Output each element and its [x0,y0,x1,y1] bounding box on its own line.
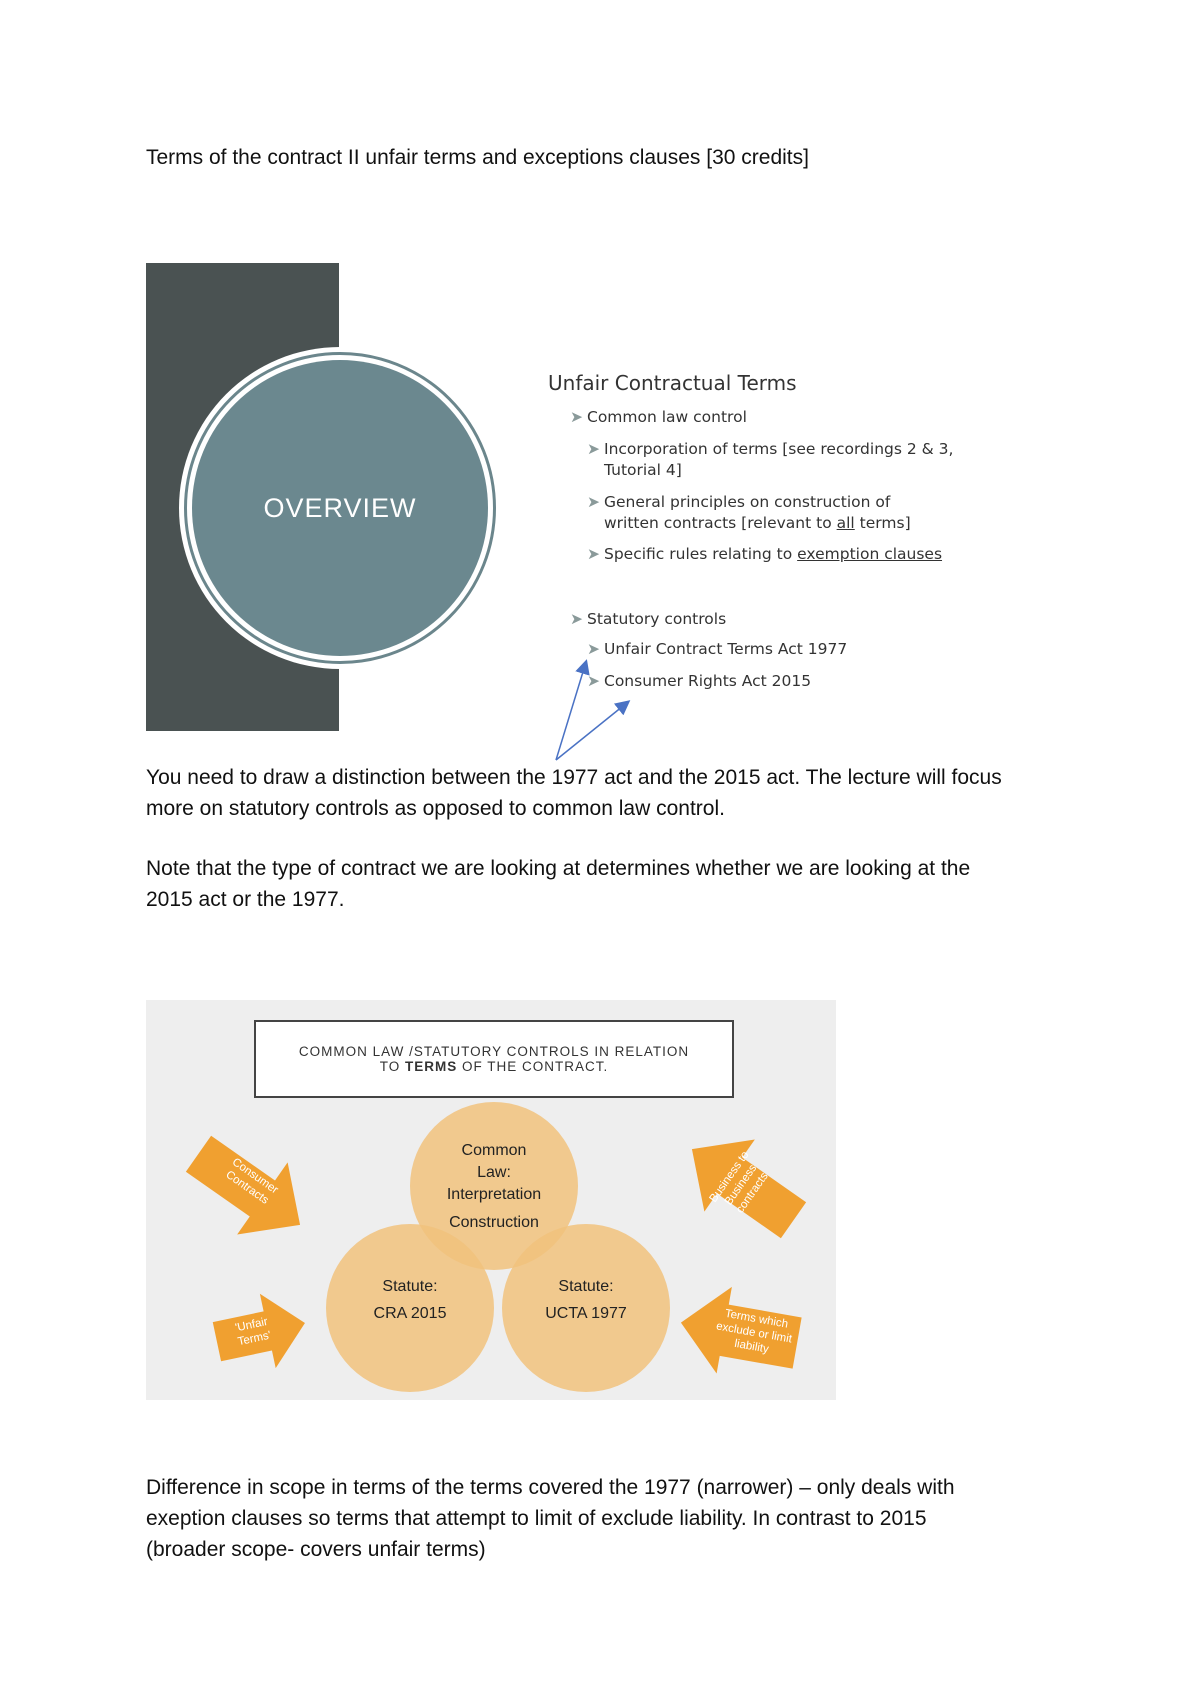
bullet-common-law: ➤Common law control [570,407,747,428]
arrow-bullet-icon: ➤ [587,640,600,658]
arrow-bullet-icon: ➤ [587,440,600,458]
overview-circle: OVERVIEW [192,360,488,656]
arrow-to-cra [555,700,631,761]
para-line: exeption clauses so terms that attempt t… [146,1507,927,1530]
arrow-bullet-icon: ➤ [570,610,583,628]
title-line: TO TERMS OF THE CONTRACT. [379,1059,609,1074]
bubble-common-law [410,1102,578,1270]
bubble-ucta [502,1224,670,1392]
paragraph-contract-type: Note that the type of contract we are lo… [146,853,1086,915]
title-line: COMMON LAW /STATUTORY CONTROLS IN RELATI… [298,1044,690,1059]
bullet-text: Consumer Rights Act 2015 [604,672,812,690]
para-line: Note that the type of contract we are lo… [146,857,971,880]
venn-diagram [185,1102,807,1392]
bullet-text: Statutory controls [587,610,727,628]
bubble-ucta-text: Statute: UCTA 1977 [545,1278,627,1322]
arrow-bullet-icon: ➤ [587,672,600,690]
arrow-consumer-contracts [185,1135,301,1235]
controls-diagram-slide: COMMON LAW /STATUTORY CONTROLS IN RELATI… [146,1000,836,1445]
para-line: (broader scope- covers unfair terms) [146,1538,486,1561]
bullet-incorporation: ➤Incorporation of terms [see recordings … [587,439,953,481]
arrow-business-contracts [691,1139,807,1239]
arrow-exclude-liability [680,1286,802,1374]
bubble-cra-text: Statute: CRA 2015 [373,1278,447,1322]
paragraph-distinction: You need to draw a distinction between t… [146,762,1086,824]
overview-slide: OVERVIEW Unfair Contractual Terms ➤Commo… [146,263,1106,733]
bullet-text-end: terms] [854,514,911,532]
page-heading: Terms of the contract II unfair terms an… [146,146,809,169]
bullet-general-principles: ➤General principles on construction of w… [587,492,911,534]
arrow-bullet-icon: ➤ [587,545,600,563]
bullet-text: General principles on construction of [604,493,891,511]
bubble-common-law-text: Common Law: Interpretation Construction [446,1142,542,1231]
bullet-statutory: ➤Statutory controls [570,609,726,630]
overview-ring: OVERVIEW [179,347,501,669]
bullet-ucta: ➤Unfair Contract Terms Act 1977 [587,639,847,660]
overview-label: OVERVIEW [263,492,417,523]
para-line: Difference in scope in terms of the term… [146,1476,955,1499]
bullet-text: Specific rules relating to [604,545,798,563]
slide-title: Unfair Contractual Terms [548,371,797,395]
bullet-text: Incorporation of terms [see recordings 2… [604,440,954,458]
bullet-text: Unfair Contract Terms Act 1977 [604,640,848,658]
underlined-all: all [836,514,855,532]
bullet-text: Common law control [587,408,747,426]
bullet-specific-rules: ➤Specific rules relating to exemption cl… [587,544,942,565]
para-line: more on statutory controls as opposed to… [146,797,725,820]
para-line: You need to draw a distinction between t… [146,766,1002,789]
arrow-to-ucta [555,659,590,761]
underlined-exemption-clauses: exemption clauses [797,545,943,563]
arrow-bullet-icon: ➤ [587,493,600,511]
arrow-unfair-terms [212,1293,305,1369]
diagram-title-box: COMMON LAW /STATUTORY CONTROLS IN RELATI… [254,1020,734,1098]
arrow-bullet-icon: ➤ [570,408,583,426]
bubble-cra [326,1224,494,1392]
bullet-text-cont: written contracts [relevant to [604,514,837,532]
bullet-text-cont: Tutorial 4] [604,461,682,479]
para-line: 2015 act or the 1977. [146,888,345,911]
paragraph-scope-difference: Difference in scope in terms of the term… [146,1472,1086,1565]
bullet-cra: ➤Consumer Rights Act 2015 [587,671,811,692]
